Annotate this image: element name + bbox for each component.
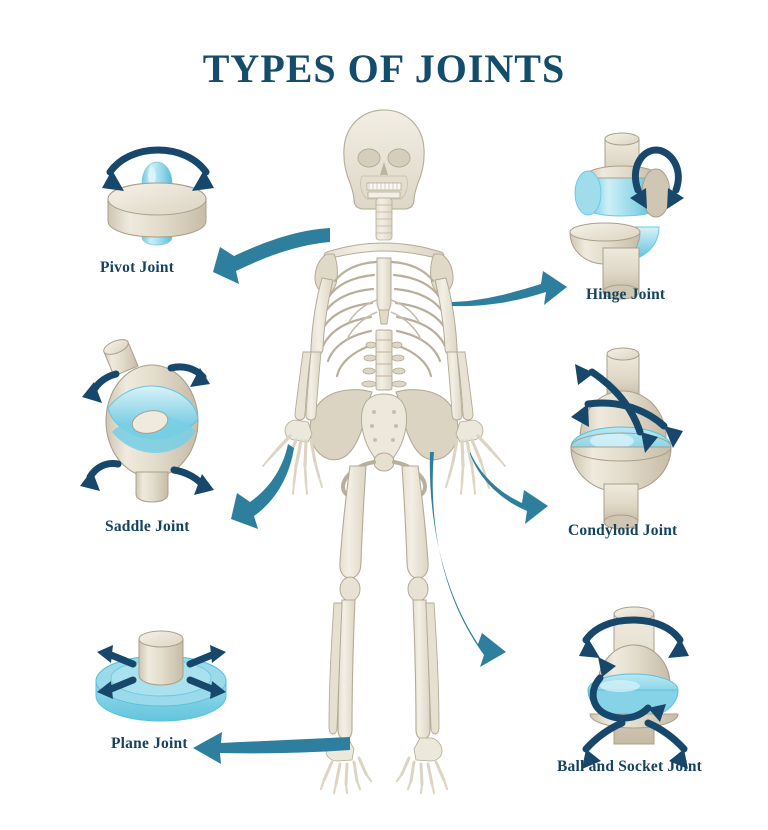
pointer-to-saddle	[231, 444, 294, 529]
joint-label-plane: Plane Joint	[111, 735, 188, 752]
abduction-arrows	[582, 719, 688, 753]
joint-label-ball-socket: Ball and Socket Joint	[557, 758, 703, 775]
skull	[343, 109, 425, 210]
joint-illustration-pivot[interactable]: Pivot Joint	[100, 146, 214, 276]
pointer-arrows	[193, 228, 567, 764]
costal-cartilage	[346, 299, 422, 341]
rib-cage	[320, 260, 448, 378]
joint-label-pivot: Pivot Joint	[100, 259, 175, 276]
joint-label-saddle: Saddle Joint	[105, 518, 190, 535]
pointer-to-ball-socket	[429, 452, 506, 667]
pointer-to-condyloid	[470, 452, 548, 524]
joint-illustration-hinge[interactable]: Hinge Joint	[569, 132, 684, 303]
pointer-to-pivot	[213, 228, 330, 284]
joint-illustration-condyloid[interactable]: Condyloid Joint	[568, 347, 683, 539]
sternum	[376, 257, 392, 325]
joint-label-condyloid: Condyloid Joint	[568, 522, 678, 539]
right-leg	[395, 465, 449, 795]
joint-illustration-ball-socket[interactable]: Ball and Socket Joint	[557, 606, 703, 775]
right-hand	[445, 419, 506, 495]
joint-illustration-saddle[interactable]: Saddle Joint	[80, 337, 214, 535]
biaxial-arrows	[584, 368, 668, 436]
page-title: TYPES OF JOINTS	[203, 46, 565, 91]
pointer-to-plane	[193, 732, 350, 764]
lumbar-spine	[361, 329, 407, 391]
joint-label-hinge: Hinge Joint	[586, 286, 666, 303]
gliding-arrows	[107, 651, 216, 693]
right-foot	[395, 737, 449, 795]
pointer-to-hinge	[452, 271, 567, 307]
pelvis	[309, 389, 459, 496]
human-skeleton	[262, 109, 506, 795]
circumduction-arrow	[589, 674, 652, 722]
rotation-arrow	[582, 616, 684, 644]
cervical-spine	[375, 197, 393, 241]
joint-illustration-plane[interactable]: Plane Joint	[95, 630, 227, 752]
flexion-arrow	[631, 146, 682, 194]
right-arm	[434, 277, 474, 421]
rotation-arrow	[106, 146, 210, 176]
left-arm	[294, 277, 334, 421]
